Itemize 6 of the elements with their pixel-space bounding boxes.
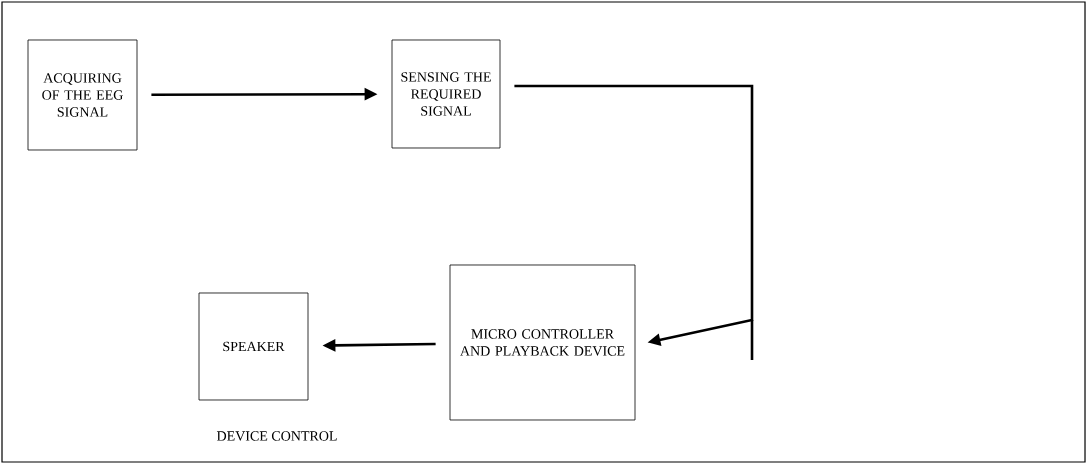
process-box: SENSING THE REQUIRED SIGNAL: [391, 39, 501, 149]
process-box: SPEAKER: [198, 292, 309, 401]
caption-text: DEVICE CONTROL: [216, 431, 337, 441]
arrow: [514, 84, 754, 346]
process-box: ACQUIRING OF THE EEG SIGNAL: [27, 39, 138, 151]
process-box: MICRO CONTROLLER AND PLAYBACK DEVICE: [449, 264, 636, 421]
